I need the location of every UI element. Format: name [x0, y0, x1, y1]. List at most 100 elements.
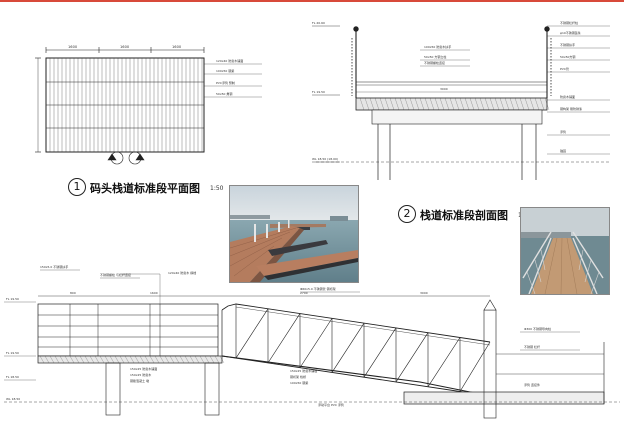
deck-hatch: [199, 355, 205, 364]
elev-level-4: WL 18.50: [6, 397, 20, 401]
plan-view: [35, 47, 262, 165]
deck-hatch: [369, 97, 375, 111]
deck-hatch: [389, 97, 395, 111]
svg-text:不锈钢螺栓 与栏杆连接: 不锈钢螺栓 与栏杆连接: [100, 272, 131, 277]
deck-hatch: [529, 97, 535, 111]
svg-text:1600: 1600: [120, 45, 130, 49]
elev-level-3: FL 18.50: [6, 375, 19, 379]
section-title-number: 2: [398, 205, 416, 223]
deck-hatch: [159, 355, 165, 364]
section-level-water: WL 18.50 (18.00): [312, 157, 338, 161]
elev-level-2: FL 19.50: [6, 351, 19, 355]
deck-hatch: [539, 97, 545, 111]
svg-text:浮筒: 浮筒: [560, 129, 566, 134]
deck-hatch: [124, 355, 130, 364]
deck-hatch: [139, 355, 145, 364]
deck-hatch: [489, 97, 495, 111]
truss-inner-chord: [235, 306, 269, 312]
deck-hatch: [144, 355, 150, 364]
section-level-deck: FL 19.50: [312, 90, 325, 94]
svg-text:不锈钢扶手: 不锈钢扶手: [560, 42, 575, 47]
deck-hatch: [59, 355, 65, 364]
svg-text:100x50 钢梁: 100x50 钢梁: [216, 68, 234, 73]
deck-hatch: [509, 97, 515, 111]
svg-text:50x50方钢: 50x50方钢: [560, 54, 575, 59]
svg-text:3000: 3000: [420, 291, 428, 295]
plan-title: 码头栈道标准段平面图: [90, 182, 200, 195]
deck-hatch: [394, 97, 400, 111]
deck-hatch: [454, 97, 460, 111]
deck-hatch: [399, 97, 405, 111]
deck-hatch: [429, 97, 435, 111]
svg-text:100x50 钢梁: 100x50 钢梁: [290, 380, 308, 385]
deck-hatch: [134, 355, 140, 364]
deck-hatch: [184, 355, 190, 364]
deck-hatch: [164, 355, 170, 364]
section-level-top: FL 20.60: [312, 21, 325, 25]
truss-diagonal: [299, 318, 333, 368]
deck-hatch: [404, 97, 410, 111]
svg-text:150x25 防腐木铺板: 150x25 防腐木铺板: [290, 368, 317, 373]
deck-hatch: [99, 355, 105, 364]
truss-diagonal: [427, 337, 461, 387]
deck-hatch: [209, 355, 215, 364]
plan-title-number: 1: [68, 178, 86, 196]
deck-hatch: [504, 97, 510, 111]
truss-inner-chord: [267, 311, 301, 317]
svg-text:防腐木铺面: 防腐木铺面: [560, 94, 575, 99]
svg-text:浮动平台 PVC 浮筒: 浮动平台 PVC 浮筒: [318, 402, 344, 407]
svg-text:PVC浮筒 预制: PVC浮筒 预制: [216, 80, 235, 85]
truss-diagonal: [395, 332, 429, 383]
svg-text:锚固: 锚固: [560, 148, 566, 153]
svg-text:浮筒 连接件: 浮筒 连接件: [524, 382, 540, 387]
truss-inner-chord: [299, 316, 333, 322]
section-view: [312, 25, 610, 180]
truss-inner-chord: [459, 340, 491, 346]
svg-text:150x5.0 不锈钢扶手: 150x5.0 不锈钢扶手: [40, 264, 68, 269]
deck-hatch: [374, 97, 380, 111]
deck-hatch: [214, 355, 220, 364]
deck-hatch: [94, 355, 100, 364]
svg-text:φ10不锈钢链条: φ10不锈钢链条: [560, 30, 581, 35]
truss-inner-chord: [395, 330, 429, 336]
svg-text:120x40 防腐木铺面: 120x40 防腐木铺面: [216, 58, 243, 63]
svg-text:钢构架 刷防锈漆: 钢构架 刷防锈漆: [560, 106, 582, 111]
dock-photo: [229, 185, 359, 283]
deck-hatch: [169, 355, 175, 364]
ramp-photo: [520, 207, 610, 295]
deck-hatch: [219, 355, 225, 364]
deck-hatch: [364, 97, 370, 111]
deck-hatch: [514, 97, 520, 111]
svg-text:50x50 角钢: 50x50 角钢: [216, 91, 232, 96]
svg-text:不锈钢 栏杆: 不锈钢 栏杆: [524, 344, 540, 349]
svg-text:100x50 防腐木扶手: 100x50 防腐木扶手: [424, 44, 451, 49]
deck-hatch: [494, 97, 500, 111]
deck-hatch: [459, 97, 465, 111]
svg-text:120x40 防腐木 横档: 120x40 防腐木 横档: [168, 270, 196, 275]
deck-hatch: [189, 355, 195, 364]
truss-diagonal: [331, 322, 365, 373]
plan-scale: 1:50: [210, 185, 224, 192]
truss-diagonal: [267, 313, 301, 364]
deck-hatch: [524, 97, 530, 111]
truss-diagonal: [459, 341, 491, 392]
truss-inner-chord: [331, 321, 365, 327]
svg-text:50x50 方钢立柱: 50x50 方钢立柱: [424, 54, 446, 59]
svg-text:150x25 防腐木铺面: 150x25 防腐木铺面: [130, 366, 157, 371]
deck-hatch: [179, 355, 185, 364]
deck-hatch: [79, 355, 85, 364]
svg-text:1600: 1600: [68, 45, 78, 49]
deck-hatch: [104, 355, 110, 364]
deck-hatch: [119, 355, 125, 364]
deck-hatch: [444, 97, 450, 111]
deck-hatch: [534, 97, 540, 111]
svg-text:2700: 2700: [300, 291, 308, 295]
deck-hatch: [424, 97, 430, 111]
elev-level-1: FL 19.50: [6, 297, 19, 301]
deck-hatch: [74, 355, 80, 364]
deck-hatch: [69, 355, 75, 364]
svg-text:1600: 1600: [150, 291, 158, 295]
deck-hatch: [89, 355, 95, 364]
deck-hatch: [379, 97, 385, 111]
truss-inner-chord: [363, 325, 397, 332]
